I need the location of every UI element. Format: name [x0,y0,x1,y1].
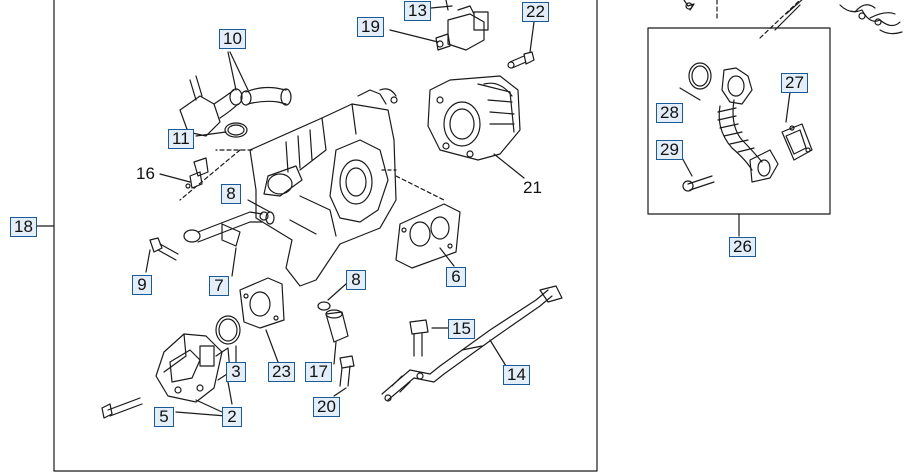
callout-17: 17 [305,362,332,382]
o-ring-part-11 [196,123,247,137]
bolt-part-9 [146,238,178,272]
pipe-part-7 [184,212,268,276]
callout-22: 22 [522,2,549,22]
callout-6: 6 [446,267,466,287]
callout-28: 28 [656,103,683,123]
callout-14: 14 [503,365,530,385]
bolt-part-20 [334,356,354,396]
main-assembly-frame [35,0,598,472]
callout-10: 10 [219,29,246,49]
callout-9: 9 [132,275,152,295]
callout-2: 2 [222,407,242,427]
sub-assembly-frame [647,27,831,237]
egr-valve-part-21 [428,76,524,178]
callout-3: 3 [226,362,246,382]
callout-29: 29 [656,140,683,160]
o-ring-part-3 [216,316,240,362]
gasket-part-6 [396,204,460,268]
bracket-part-14 [382,286,562,401]
gasket-part-8-lower [318,284,346,310]
gasket-part-8-upper [248,200,274,224]
callout-21: 21 [523,178,542,197]
callout-16: 16 [136,164,155,183]
fitting-part-17 [326,310,348,364]
egr-pipe-part-26 [680,63,812,191]
bolt-part-5 [102,398,226,418]
callout-20: 20 [313,397,340,417]
callout-23: 23 [268,362,295,382]
throttle-body-part-2 [156,334,232,412]
gasket-part-23 [240,278,284,362]
egr-cooler-body [180,89,444,286]
callout-5: 5 [154,407,174,427]
callout-13: 13 [404,1,431,21]
callout-11: 11 [168,129,194,149]
callout-26: 26 [729,237,756,257]
cutoff-parts-top-right [683,0,903,39]
callout-27: 27 [781,73,808,93]
callout-19: 19 [357,17,384,37]
water-hose-part-10 [180,52,291,136]
bolt-part-15 [410,320,448,356]
callout-8-lower: 8 [346,270,366,290]
sensor-part-16 [160,158,208,188]
callout-8-upper: 8 [221,184,241,204]
callout-18: 18 [10,217,37,237]
callout-15: 15 [448,319,475,339]
bolt-part-22 [508,22,534,68]
callout-7: 7 [209,276,229,296]
